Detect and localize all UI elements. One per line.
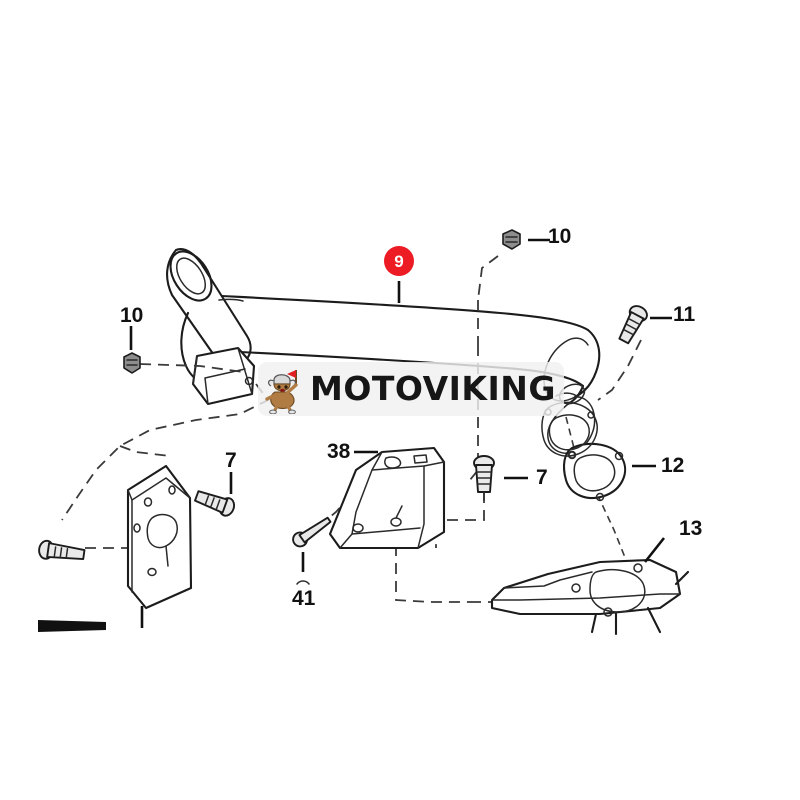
callout-leaders — [129, 238, 672, 563]
part-bolt-center — [473, 455, 495, 501]
callout-label-12[interactable]: 12 — [661, 454, 685, 477]
muffler-outlet-flange — [541, 401, 598, 459]
part-bolt-left-lower — [194, 490, 236, 517]
part-bolt-far-left — [38, 539, 86, 560]
callout-label-11[interactable]: 11 — [673, 303, 696, 326]
callout-label-10-left[interactable]: 10 — [120, 304, 144, 327]
watermark: MOTOVIKING — [258, 362, 564, 416]
callout-label-7-center[interactable]: 7 — [536, 466, 548, 489]
callout-label-10-upper-right[interactable]: 10 — [548, 225, 572, 248]
part-exhaust-flange-13 — [490, 558, 690, 636]
callout-label-13[interactable]: 13 — [679, 517, 703, 540]
callout-label-38[interactable]: 38 — [327, 440, 351, 463]
callout-label-41[interactable]: 41 — [292, 587, 316, 610]
part-bolt-right — [618, 305, 648, 345]
callout-label-7-left-lower[interactable]: 7 — [225, 449, 237, 472]
watermark-text: MOTOVIKING — [310, 368, 556, 408]
viking-dog-mascot-icon — [262, 364, 308, 415]
part-nut-left — [123, 352, 141, 374]
part-nut-upper-right — [502, 229, 521, 250]
muffler-saddle-bracket — [180, 311, 256, 406]
part-left-mounting-bracket — [126, 464, 193, 628]
part-center-bracket-38 — [328, 446, 446, 550]
edge-wedge-marker — [38, 620, 106, 632]
highlight-badge-9[interactable]: 9 — [384, 246, 414, 276]
part-pin-41 — [292, 516, 332, 585]
